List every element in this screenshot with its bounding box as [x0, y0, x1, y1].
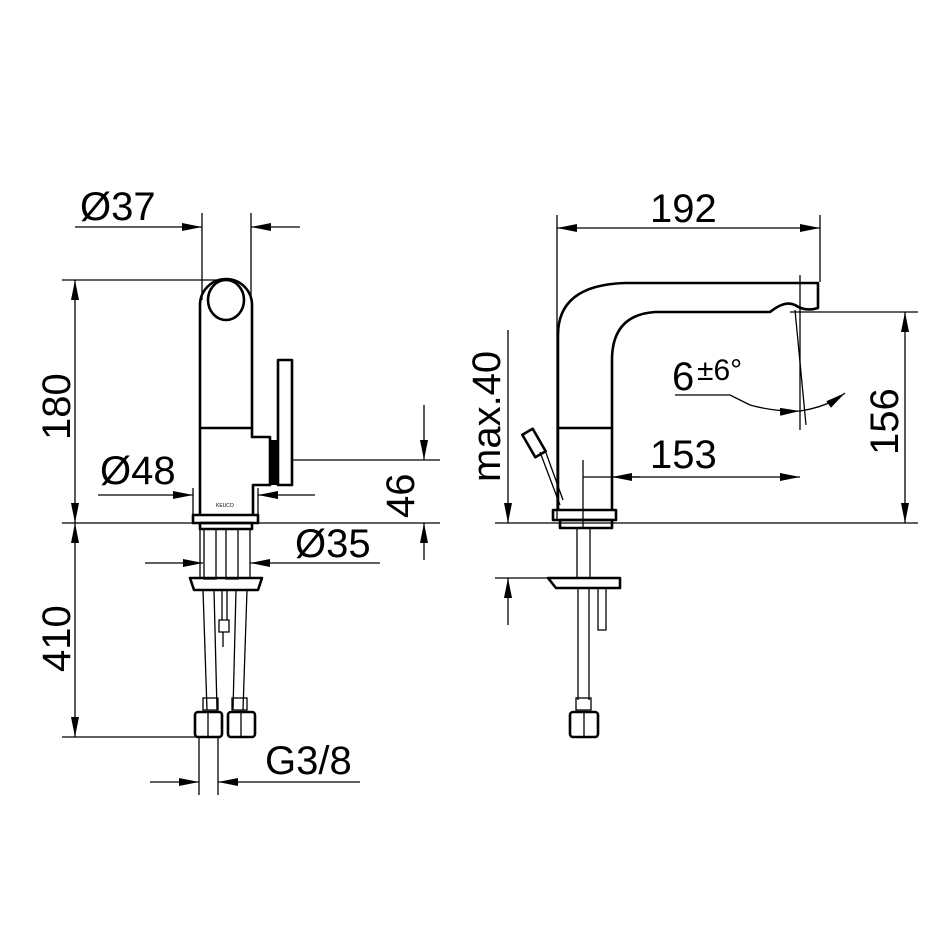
dim-height: 180 [35, 373, 79, 440]
dim-outlet-height: 156 [863, 388, 907, 455]
mounting-plate [188, 576, 264, 592]
faucet-body [198, 277, 272, 515]
brand-mark: KEUCO [216, 503, 234, 509]
dim-spout-diameter: Ø37 [80, 185, 156, 229]
dim-angle-tolerance: ±6° [697, 354, 742, 387]
spout-outlet [206, 278, 246, 322]
base-ring [198, 521, 254, 531]
sensor-cable [218, 590, 230, 647]
lever-handle [276, 358, 294, 487]
outlet-tilt-axis [794, 309, 807, 426]
dim-hose-length: 410 [35, 605, 79, 672]
dim-spout-reach: 153 [650, 433, 717, 477]
dim-shank-diameter: Ø35 [295, 522, 371, 566]
dim-angle-base: 6 [672, 355, 694, 399]
shank-side [576, 527, 591, 579]
shank-right [225, 528, 239, 580]
sensor-handle [521, 427, 547, 459]
dim-base-diameter: Ø48 [100, 449, 176, 493]
hose-side [577, 588, 607, 700]
dim-max-thickness: max.40 [465, 351, 509, 482]
mounting-plate-side [546, 576, 622, 590]
base-plate-side [551, 508, 618, 522]
dim-connection: G3/8 [265, 739, 352, 783]
base-ring-side [558, 518, 614, 530]
front-view: KEUCO Ø37 180 Ø48 46 [35, 185, 440, 795]
sensor-rod [539, 449, 564, 506]
shank-left [203, 528, 217, 580]
hoses [202, 589, 248, 711]
dim-projection: 192 [650, 187, 717, 231]
spout-profile [556, 281, 820, 510]
side-view: 192 156 6 ±6° 153 max.40 [465, 187, 918, 739]
dim-lever-height: 46 [379, 474, 423, 519]
